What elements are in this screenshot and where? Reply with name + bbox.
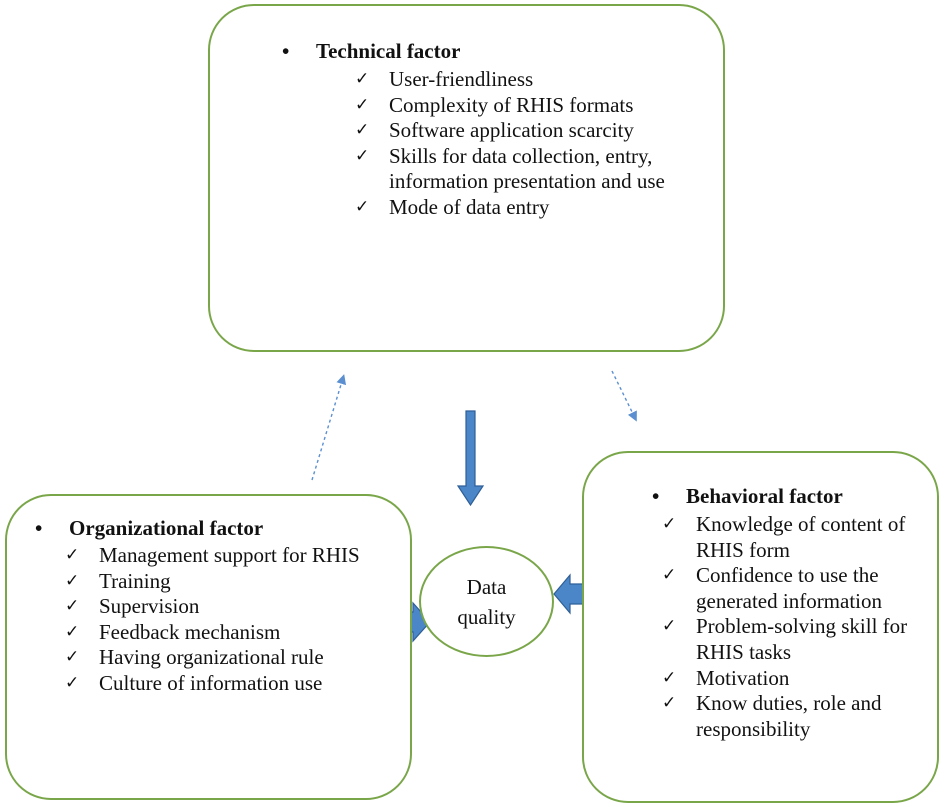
list-item: ✓Software application scarcity (355, 118, 634, 143)
list-item: ✓Knowledge of content of RHIS form (662, 512, 906, 562)
behavioral-factor-title: • Behavioral factor (652, 484, 843, 509)
check-icon: ✓ (65, 596, 80, 617)
list-item: ✓Having organizational rule (65, 645, 324, 670)
list-item: ✓Confidence to use the generated informa… (662, 563, 883, 613)
list-item: ✓Feedback mechanism (65, 619, 281, 644)
list-item: ✓Complexity of RHIS formats (355, 92, 634, 117)
behavioral-factor-box: • Behavioral factor ✓Knowledge of content… (582, 451, 939, 803)
dotted-arrow-technical-to-behavioral (611, 370, 637, 422)
block-arrow-behavioral-to-quality (553, 573, 586, 615)
check-icon: ✓ (355, 196, 370, 217)
dotted-arrow-organizational-to-technical (311, 374, 347, 481)
list-item: ✓Mode of data entry (355, 194, 550, 219)
check-icon: ✓ (662, 616, 677, 637)
list-item: ✓Problem-solving skill for RHIS tasks (662, 614, 908, 664)
list-item: ✓Management support for RHIS (65, 543, 360, 567)
check-icon: ✓ (355, 145, 370, 166)
list-item: ✓Motivation (662, 665, 790, 690)
check-icon: ✓ (662, 667, 677, 688)
check-icon: ✓ (65, 545, 80, 565)
list-item: ✓Skills for data collection, entry, info… (355, 143, 665, 194)
check-icon: ✓ (355, 69, 370, 89)
check-icon: ✓ (65, 672, 80, 693)
check-icon: ✓ (662, 514, 677, 534)
organizational-factor-title: • Organizational factor (35, 516, 263, 541)
list-item: ✓Training (65, 568, 171, 593)
technical-factor-box: • Technical factor ✓User-friendliness ✓Co… (208, 4, 725, 352)
check-icon: ✓ (65, 570, 80, 591)
organizational-factor-heading: Organizational factor (69, 516, 264, 540)
list-item: ✓Culture of information use (65, 670, 323, 695)
list-item: ✓Supervision (65, 594, 200, 619)
block-arrow-technical-to-quality (456, 410, 485, 507)
organizational-factor-list: ✓Management support for RHIS ✓Training ✓… (65, 543, 365, 697)
data-quality-label: Data quality (457, 574, 516, 629)
behavioral-factor-heading: Behavioral factor (686, 484, 843, 508)
check-icon: ✓ (65, 647, 80, 668)
bullet-icon: • (35, 516, 43, 540)
bullet-icon: • (282, 39, 290, 63)
check-icon: ✓ (662, 565, 677, 586)
behavioral-factor-list: ✓Knowledge of content of RHIS form ✓Conf… (662, 512, 932, 742)
check-icon: ✓ (355, 120, 370, 141)
check-icon: ✓ (65, 621, 80, 642)
organizational-factor-box: • Organizational factor ✓Management suppo… (5, 494, 412, 800)
check-icon: ✓ (355, 94, 370, 115)
technical-factor-heading: Technical factor (316, 39, 461, 63)
bullet-icon: • (652, 484, 660, 508)
technical-factor-list: ✓User-friendliness ✓Complexity of RHIS f… (355, 67, 685, 221)
list-item: ✓Know duties, role and responsibility (662, 691, 882, 741)
check-icon: ✓ (662, 693, 677, 714)
list-item: ✓User-friendliness (355, 67, 534, 91)
technical-factor-title: • Technical factor (282, 39, 460, 64)
data-quality-node: Data quality (419, 546, 554, 657)
